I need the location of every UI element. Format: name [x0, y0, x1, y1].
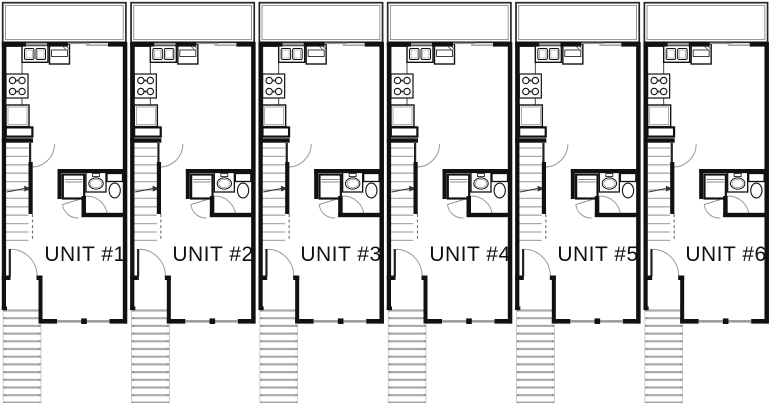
unit-1-floorplan: [0, 1, 129, 403]
unit-4-label: UNIT #4: [429, 243, 511, 266]
unit-3-floorplan: [257, 1, 386, 403]
unit-6-floorplan: [642, 1, 770, 403]
unit-5-floorplan: [514, 1, 642, 403]
unit-6-label: UNIT #6: [685, 243, 767, 266]
unit-3-label: UNIT #3: [300, 243, 382, 266]
unit-4-floorplan: [385, 1, 514, 403]
unit-1-label: UNIT #1: [44, 243, 126, 266]
unit-5-label: UNIT #5: [557, 243, 639, 266]
unit-2-label: UNIT #2: [172, 243, 254, 266]
unit-2-floorplan: [129, 1, 257, 403]
